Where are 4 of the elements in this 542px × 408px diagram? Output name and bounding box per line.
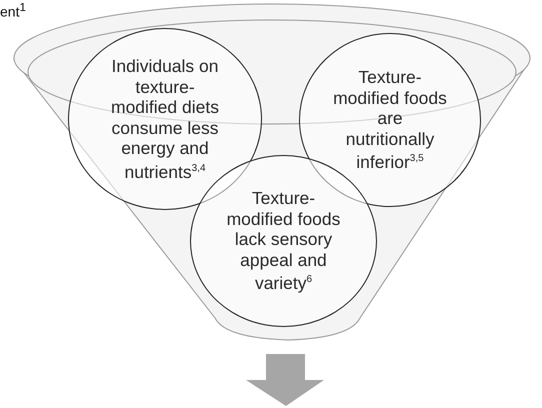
statement-text: Individuals on texture-modified diets consume less energy and nutrients$^{3,4}$	[110, 56, 220, 182]
statement-text: Texture-modified foods are nutritionally inferior$^{3,5}$	[332, 67, 448, 173]
cut-off-text: ent$^{1}$	[0, 0, 26, 20]
statement-text: Texture-modified foods lack sensory appeal and variety$^{6}$	[226, 188, 342, 294]
